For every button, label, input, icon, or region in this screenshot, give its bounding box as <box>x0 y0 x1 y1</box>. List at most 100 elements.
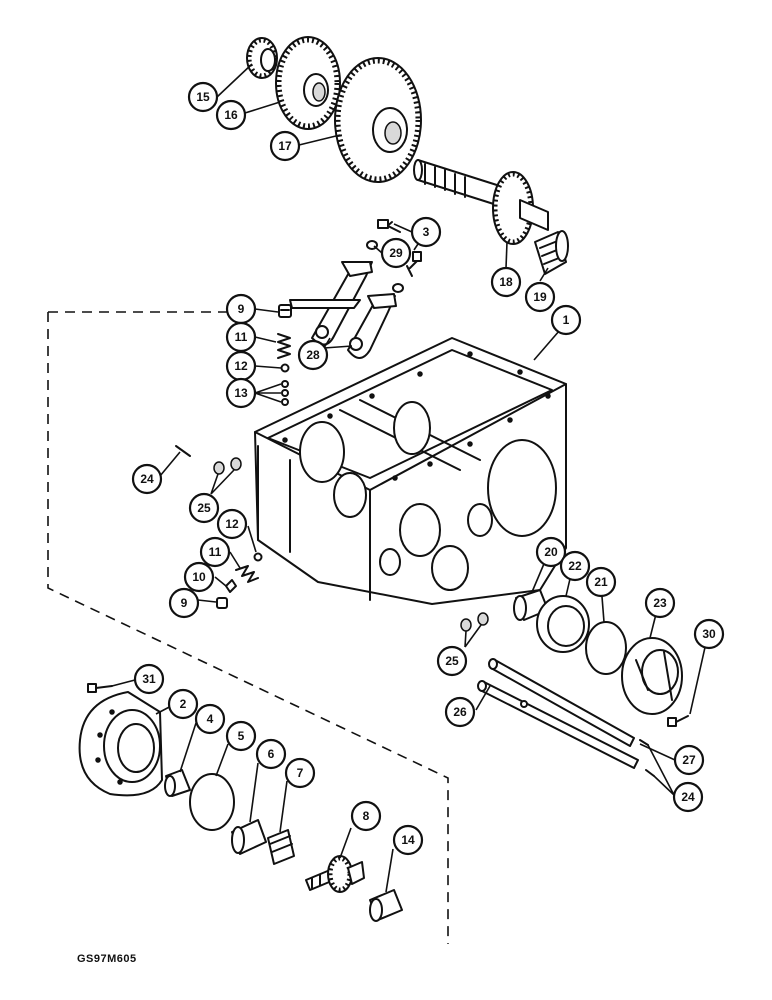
callout-29: 29 <box>380 237 412 269</box>
callout-25-top: 25 <box>188 492 220 524</box>
callout-2: 2 <box>167 688 199 720</box>
callout-label: 24 <box>140 472 154 486</box>
spring-11-lower <box>235 565 259 583</box>
cone-7 <box>267 829 295 865</box>
callout-label: 29 <box>389 246 403 260</box>
callout-18: 18 <box>490 266 522 298</box>
callout-label: 7 <box>297 766 304 780</box>
balls-13 <box>281 380 289 406</box>
bolts-3 <box>377 219 422 277</box>
callout-15: 15 <box>187 81 219 113</box>
ball-12-top <box>280 363 290 373</box>
callout-17: 17 <box>269 130 301 162</box>
callout-label: 9 <box>181 596 188 610</box>
figure-code: GS97M605 <box>77 953 137 965</box>
plugs-25-lower <box>460 612 489 632</box>
callout-label: 25 <box>445 654 459 668</box>
callout-12-lower: 12 <box>216 508 248 540</box>
callout-label: 27 <box>682 753 696 767</box>
callout-24-top: 24 <box>131 463 163 495</box>
callout-11-lower: 11 <box>199 536 231 568</box>
callout-14: 14 <box>392 824 424 856</box>
callout-label: 30 <box>702 627 716 641</box>
callout-label: 11 <box>235 330 248 344</box>
callout-label: 5 <box>238 729 245 743</box>
callout-19: 19 <box>524 281 556 313</box>
bolt-30 <box>667 715 689 727</box>
callout-label: 24 <box>681 790 695 804</box>
callout-label: 31 <box>142 672 156 686</box>
callout-26: 26 <box>444 696 476 728</box>
cup-14 <box>369 889 403 922</box>
shift-rail-27 <box>488 658 635 747</box>
o-ring-5 <box>189 773 235 831</box>
callout-9-lower: 9 <box>168 587 200 619</box>
callout-6: 6 <box>255 738 287 770</box>
callout-22: 22 <box>559 550 591 582</box>
callout-25-lower: 25 <box>436 645 468 677</box>
callout-30: 30 <box>693 618 725 650</box>
callout-8: 8 <box>350 800 382 832</box>
leader-lines <box>111 63 709 893</box>
callout-5: 5 <box>225 720 257 752</box>
bearing-4 <box>164 769 191 797</box>
callout-label: 4 <box>207 712 214 726</box>
bearing-19 <box>534 230 569 275</box>
callout-label: 18 <box>499 275 513 289</box>
callout-13: 13 <box>225 377 257 409</box>
callout-label: 21 <box>594 575 608 589</box>
shaft-gear-18 <box>413 159 549 245</box>
callout-label: 6 <box>268 747 275 761</box>
cup-6 <box>231 819 267 855</box>
callout-label: 25 <box>197 501 211 515</box>
callout-label: 20 <box>544 545 558 559</box>
callout-label: 12 <box>234 359 248 373</box>
callout-10: 10 <box>183 561 215 593</box>
callout-label: 17 <box>278 139 292 153</box>
callout-label: 3 <box>423 225 430 239</box>
gear-17 <box>334 57 422 183</box>
callout-label: 19 <box>533 290 547 304</box>
callout-3: 3 <box>410 216 442 248</box>
callout-16: 16 <box>215 99 247 131</box>
gear-16 <box>275 36 341 130</box>
spring-11-top <box>277 333 291 359</box>
retainer-2 <box>78 691 163 797</box>
cover-23 <box>621 637 683 715</box>
pinion-shaft-8 <box>305 855 365 893</box>
callout-label: 15 <box>196 90 210 104</box>
callout-label: 12 <box>225 517 239 531</box>
assembly-outline <box>47 311 449 944</box>
ball-12-lower <box>253 552 263 562</box>
callout-1: 1 <box>550 304 582 336</box>
callout-label: 8 <box>363 809 370 823</box>
callout-label: 28 <box>306 348 320 362</box>
callout-label: 9 <box>238 302 245 316</box>
small-gear-15 <box>246 37 278 79</box>
o-ring-21 <box>585 621 627 675</box>
callout-27: 27 <box>673 744 705 776</box>
plugs-25-top <box>213 457 242 475</box>
callout-label: 23 <box>653 596 667 610</box>
callout-label: 22 <box>568 559 582 573</box>
plug-9-top <box>278 304 292 318</box>
callout-24-lower: 24 <box>672 781 704 813</box>
callout-23: 23 <box>644 587 676 619</box>
shim-10 <box>225 579 237 593</box>
gasket-22 <box>536 595 590 653</box>
callout-28: 28 <box>297 339 329 371</box>
callout-12-top: 12 <box>225 350 257 382</box>
callout-9-top: 9 <box>225 293 257 325</box>
pins-24-lower <box>639 739 655 777</box>
callout-label: 2 <box>180 697 187 711</box>
callout-21: 21 <box>585 566 617 598</box>
callout-label: 11 <box>209 545 222 559</box>
callout-label: 13 <box>234 386 248 400</box>
plug-9-lower <box>216 597 228 609</box>
callout-11-top: 11 <box>225 321 257 353</box>
callout-31: 31 <box>133 663 165 695</box>
transmission-housing-1 <box>254 337 567 605</box>
callout-label: 1 <box>563 313 570 327</box>
shift-rail-26 <box>477 680 639 769</box>
